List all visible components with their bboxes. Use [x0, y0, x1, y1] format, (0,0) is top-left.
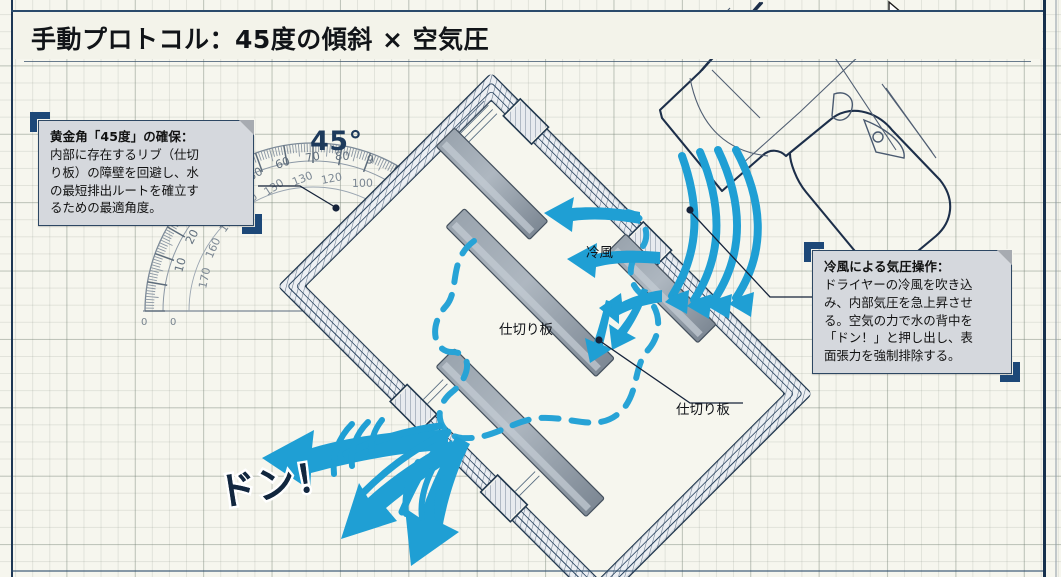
partition-label-center: 仕切り板 — [499, 322, 553, 338]
callout-line: る。空気の力で水の背中を — [824, 312, 973, 328]
callout-line: ドライヤーの冷風を吹き込 — [824, 277, 973, 293]
page-border-left — [11, 0, 13, 577]
callout-line: 内部に存在するリブ（仕切 — [50, 147, 199, 163]
callout-line: の最短排出ルートを確立す — [50, 182, 199, 198]
callout-title: 冷風による気圧操作： — [824, 259, 950, 274]
callout-corner-cut-icon — [997, 250, 1012, 265]
callout-corner-cut-icon — [239, 120, 254, 135]
cold-air-label: 冷風 — [586, 245, 613, 261]
partition-label-right: 仕切り板 — [676, 402, 730, 418]
callout-line: 面張力を強制排除する。 — [824, 348, 961, 364]
title-underline — [24, 61, 1031, 62]
callout-bracket-bottom-right-icon — [242, 214, 262, 235]
page-border-bottom — [11, 570, 1043, 572]
callout-line: 「ドン！」と押し出し、表 — [824, 330, 973, 346]
callout-bracket-bottom-right-icon — [1000, 361, 1020, 382]
page-border-right — [1043, 0, 1046, 577]
page-title: 手動プロトコル：45度の傾斜 × 空気圧 — [31, 25, 490, 54]
air-pressure-callout[interactable]: 冷風による気圧操作： ドライヤーの冷風を吹き込 み、内部気圧を急上昇させ る。空… — [804, 242, 1020, 382]
callout-bracket-top-left-icon — [804, 242, 824, 262]
angle-label: 45° — [310, 126, 363, 157]
header-band — [13, 12, 1042, 59]
page-border-far-right — [1055, 0, 1057, 577]
angle-callout[interactable]: 黄金角「45度」の確保： 内部に存在するリブ（仕切 り板）の障壁を回避し、水 の… — [30, 112, 262, 235]
callout-bracket-top-left-icon — [30, 112, 50, 132]
callout-line: み、内部気圧を急上昇させ — [824, 294, 973, 310]
callout-line: るための最適角度。 — [50, 200, 162, 216]
page-border-top — [11, 10, 1043, 12]
callout-title: 黄金角「45度」の確保： — [50, 129, 194, 144]
callout-line: り板）の障壁を回避し、水 — [50, 164, 199, 180]
